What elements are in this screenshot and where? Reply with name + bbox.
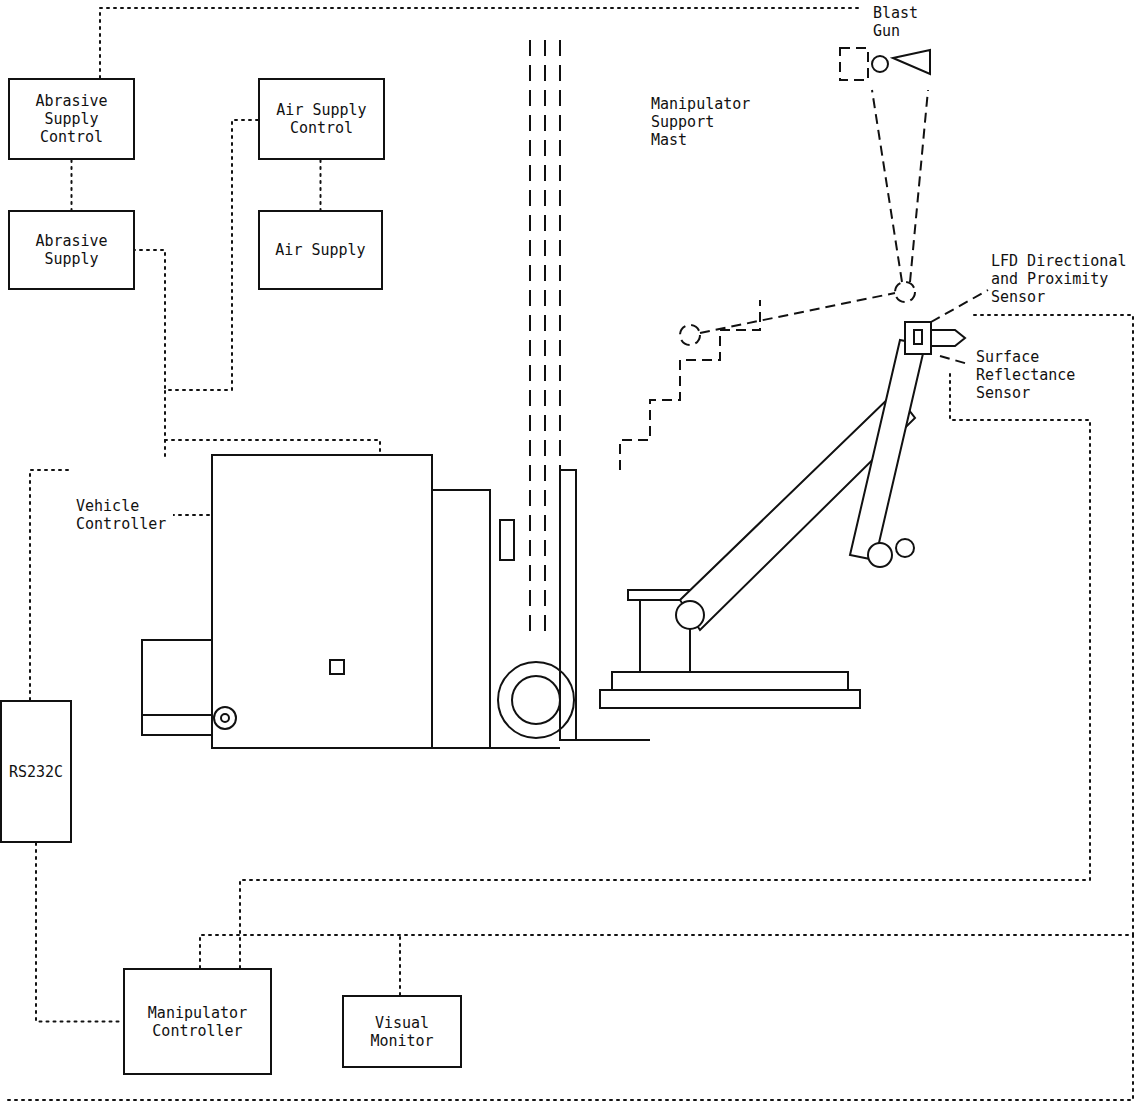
process-box: Air Supply xyxy=(258,210,383,290)
mast-rail xyxy=(559,40,561,470)
counterweight xyxy=(142,640,212,715)
vehicle-cab xyxy=(212,455,432,748)
arm-joint xyxy=(868,543,892,567)
callout-label: Surface Reflectance Sensor xyxy=(975,348,1083,402)
blast-gun-body xyxy=(840,48,868,80)
control-lever xyxy=(500,520,514,560)
platform xyxy=(612,672,848,690)
engine-housing xyxy=(432,490,490,748)
signal-wire xyxy=(100,8,860,78)
blast-gun-tip xyxy=(893,50,930,74)
wheel-hub xyxy=(221,714,229,722)
alternate-joint xyxy=(895,282,915,302)
box-label: Manipulator Controller xyxy=(131,1004,264,1040)
rear-wheel xyxy=(214,707,236,729)
callout-label: Blast Gun xyxy=(872,4,926,40)
signal-wire xyxy=(172,514,210,516)
signal-wire xyxy=(399,935,401,995)
signal-wire xyxy=(30,470,70,700)
mast-rail xyxy=(529,40,531,640)
signal-connector xyxy=(320,160,322,210)
signal-wire xyxy=(200,315,1133,968)
blast-gun-nozzle xyxy=(872,56,888,72)
process-box: Abrasive Supply Control xyxy=(8,78,135,160)
box-label: Air Supply xyxy=(275,241,365,259)
process-box: RS232C xyxy=(0,700,72,843)
manipulator-arm xyxy=(850,340,925,560)
sensor-window xyxy=(914,330,922,344)
sensor-head xyxy=(905,322,931,354)
blast-cone xyxy=(910,90,928,282)
callout-label: Vehicle Controller xyxy=(75,497,173,533)
front-wheel xyxy=(498,662,574,738)
box-label: Abrasive Supply xyxy=(16,232,127,268)
signal-connector xyxy=(36,843,123,1022)
signal-wire xyxy=(133,250,165,390)
leader-line xyxy=(931,290,988,322)
wheel-hub xyxy=(512,676,560,724)
process-box: Air Supply Control xyxy=(258,78,385,160)
mast-rail xyxy=(544,40,546,640)
leader-line xyxy=(940,356,968,364)
blast-cone xyxy=(872,90,902,282)
box-label: Abrasive Supply Control xyxy=(16,92,127,146)
box-label: Air Supply Control xyxy=(266,101,377,137)
alternate-arm xyxy=(700,293,895,333)
mast-carriage xyxy=(560,470,576,740)
signal-connector xyxy=(71,160,73,210)
chassis xyxy=(212,747,560,749)
box-label: RS232C xyxy=(9,763,63,781)
callout-label: Manipulator Support Mast xyxy=(650,95,758,149)
signal-wire xyxy=(240,372,1090,968)
nozzle xyxy=(931,330,965,346)
fork xyxy=(576,739,650,741)
signal-wire xyxy=(165,120,258,460)
process-box: Manipulator Controller xyxy=(123,968,272,1075)
box-label: Visual Monitor xyxy=(350,1014,454,1050)
rear-step xyxy=(142,715,212,735)
arm-joint xyxy=(676,601,704,629)
signal-wire xyxy=(8,935,1133,1100)
alternate-joint xyxy=(680,325,700,345)
arm-joint xyxy=(896,539,914,557)
process-box: Visual Monitor xyxy=(342,995,462,1068)
process-box: Abrasive Supply xyxy=(8,210,135,290)
signal-wire xyxy=(165,440,380,455)
cab-window xyxy=(330,660,344,674)
callout-label: LFD Directional and Proximity Sensor xyxy=(990,252,1134,306)
platform xyxy=(600,690,860,708)
